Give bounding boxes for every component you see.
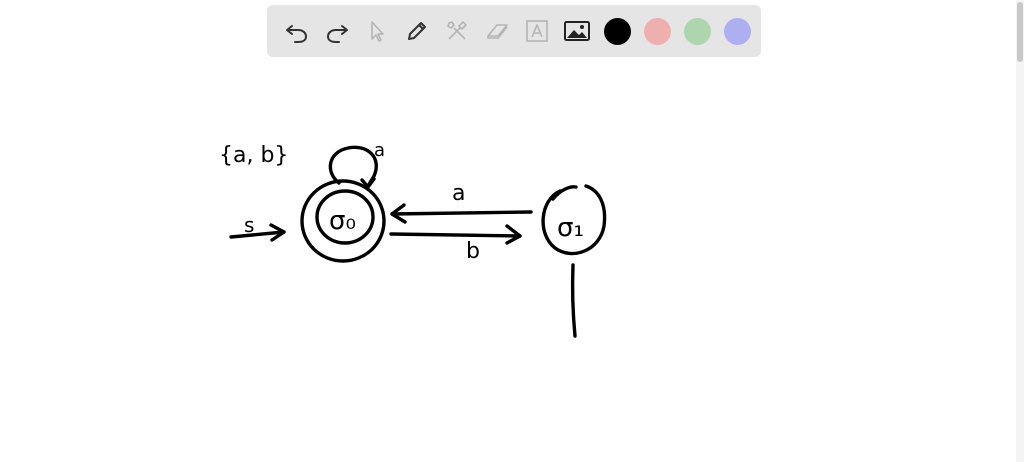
self-loop-arrowhead xyxy=(360,177,376,189)
tools-button[interactable] xyxy=(437,11,477,51)
toolbar xyxy=(267,5,761,57)
edge-q1-to-q0-label: a xyxy=(452,181,465,206)
color-black-button[interactable] xyxy=(597,11,637,51)
color-swatch-blue xyxy=(723,17,751,45)
start-label: s xyxy=(244,213,254,237)
state-q0-outer-circle xyxy=(300,179,386,263)
image-button[interactable] xyxy=(557,11,597,51)
edge-q1-to-q0-arrowhead xyxy=(390,203,407,224)
redo-button[interactable] xyxy=(317,11,357,51)
eraser-button[interactable] xyxy=(477,11,517,51)
start-arrowhead xyxy=(269,223,286,242)
edge-q0-to-q1-label: b xyxy=(466,239,480,264)
undo-icon xyxy=(286,25,308,43)
tools-icon xyxy=(447,21,467,40)
text-button[interactable] xyxy=(517,11,557,51)
undo-button[interactable] xyxy=(277,11,317,51)
alphabet-label: {a, b} xyxy=(219,143,288,168)
color-swatch-green xyxy=(683,17,711,45)
eraser-icon xyxy=(487,24,508,39)
image-icon xyxy=(564,21,590,41)
edge-q1-to-q0 xyxy=(390,210,533,216)
state-q0-inner-circle xyxy=(315,189,375,245)
vertical-line xyxy=(570,263,577,338)
color-swatch-pink xyxy=(643,17,671,45)
self-loop-arrow xyxy=(328,145,378,188)
color-pink-button[interactable] xyxy=(637,11,677,51)
pointer-icon xyxy=(371,21,384,42)
pencil-icon xyxy=(408,22,426,40)
pointer-button[interactable] xyxy=(357,11,397,51)
state-q1-label: σ₁ xyxy=(557,213,584,243)
text-icon xyxy=(526,20,548,42)
state-q0-label: σ₀ xyxy=(329,206,356,236)
state-q1-circle xyxy=(541,184,607,256)
state-q1-circle-stroke xyxy=(551,185,578,201)
color-blue-button[interactable] xyxy=(717,11,757,51)
edge-q0-to-q1-arrowhead xyxy=(505,224,522,245)
pencil-button[interactable] xyxy=(397,11,437,51)
edge-q0-to-q1 xyxy=(389,232,522,238)
redo-icon xyxy=(326,25,348,43)
color-green-button[interactable] xyxy=(677,11,717,51)
vertical-scrollbar[interactable] xyxy=(1016,0,1024,462)
start-arrow xyxy=(229,230,286,239)
scrollbar-thumb[interactable] xyxy=(1017,2,1023,62)
self-loop-label: a xyxy=(374,140,385,161)
color-swatch-black xyxy=(603,17,631,45)
